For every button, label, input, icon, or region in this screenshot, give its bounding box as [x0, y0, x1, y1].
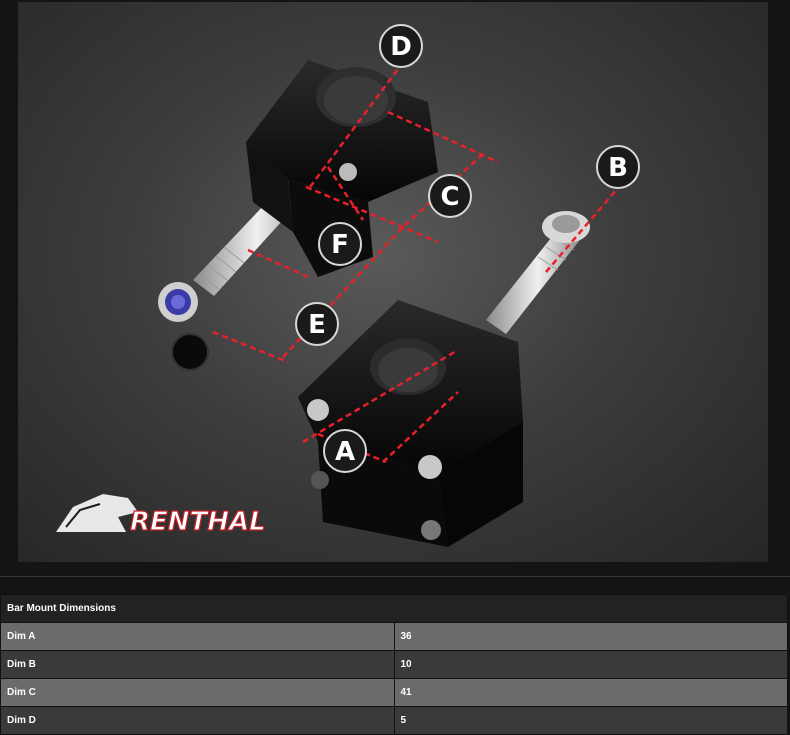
- lower-bolt: [486, 211, 590, 334]
- bar-mount-illustration: D B C F E A RENTHAL: [56, 24, 640, 547]
- dim-label: Dim D: [0, 706, 395, 735]
- dim-label: Dim A: [0, 622, 395, 651]
- table-row: Dim C 41: [0, 678, 788, 707]
- dim-value: 5: [393, 706, 788, 735]
- dimensions-table: Bar Mount Dimensions Dim A 36 Dim B 10 D…: [0, 594, 788, 735]
- callout-d: D: [379, 24, 423, 68]
- svg-text:D: D: [390, 32, 412, 62]
- callout-b: B: [596, 145, 640, 189]
- callout-a: A: [323, 429, 367, 473]
- svg-text:B: B: [608, 153, 628, 183]
- brand-wordmark: RENTHAL: [130, 507, 266, 537]
- callout-e: E: [295, 302, 339, 346]
- table-title: Bar Mount Dimensions: [0, 594, 788, 623]
- svg-text:F: F: [331, 230, 349, 260]
- renthal-logo: RENTHAL: [56, 494, 266, 538]
- dim-label: Dim C: [0, 678, 395, 707]
- dim-value: 36: [393, 622, 788, 651]
- table-row: Dim A 36: [0, 622, 788, 651]
- callout-c: C: [428, 174, 472, 218]
- table-header-row: Bar Mount Dimensions: [0, 594, 788, 623]
- svg-text:C: C: [440, 182, 459, 212]
- dim-value: 10: [393, 650, 788, 679]
- section-divider: [0, 576, 790, 577]
- table-row: Dim D 5: [0, 706, 788, 735]
- callout-f: F: [318, 222, 362, 266]
- table-row: Dim B 10: [0, 650, 788, 679]
- dim-label: Dim B: [0, 650, 395, 679]
- product-photo: D B C F E A RENTHAL: [18, 2, 768, 562]
- svg-text:A: A: [335, 437, 355, 467]
- svg-text:E: E: [308, 310, 326, 340]
- dim-value: 41: [393, 678, 788, 707]
